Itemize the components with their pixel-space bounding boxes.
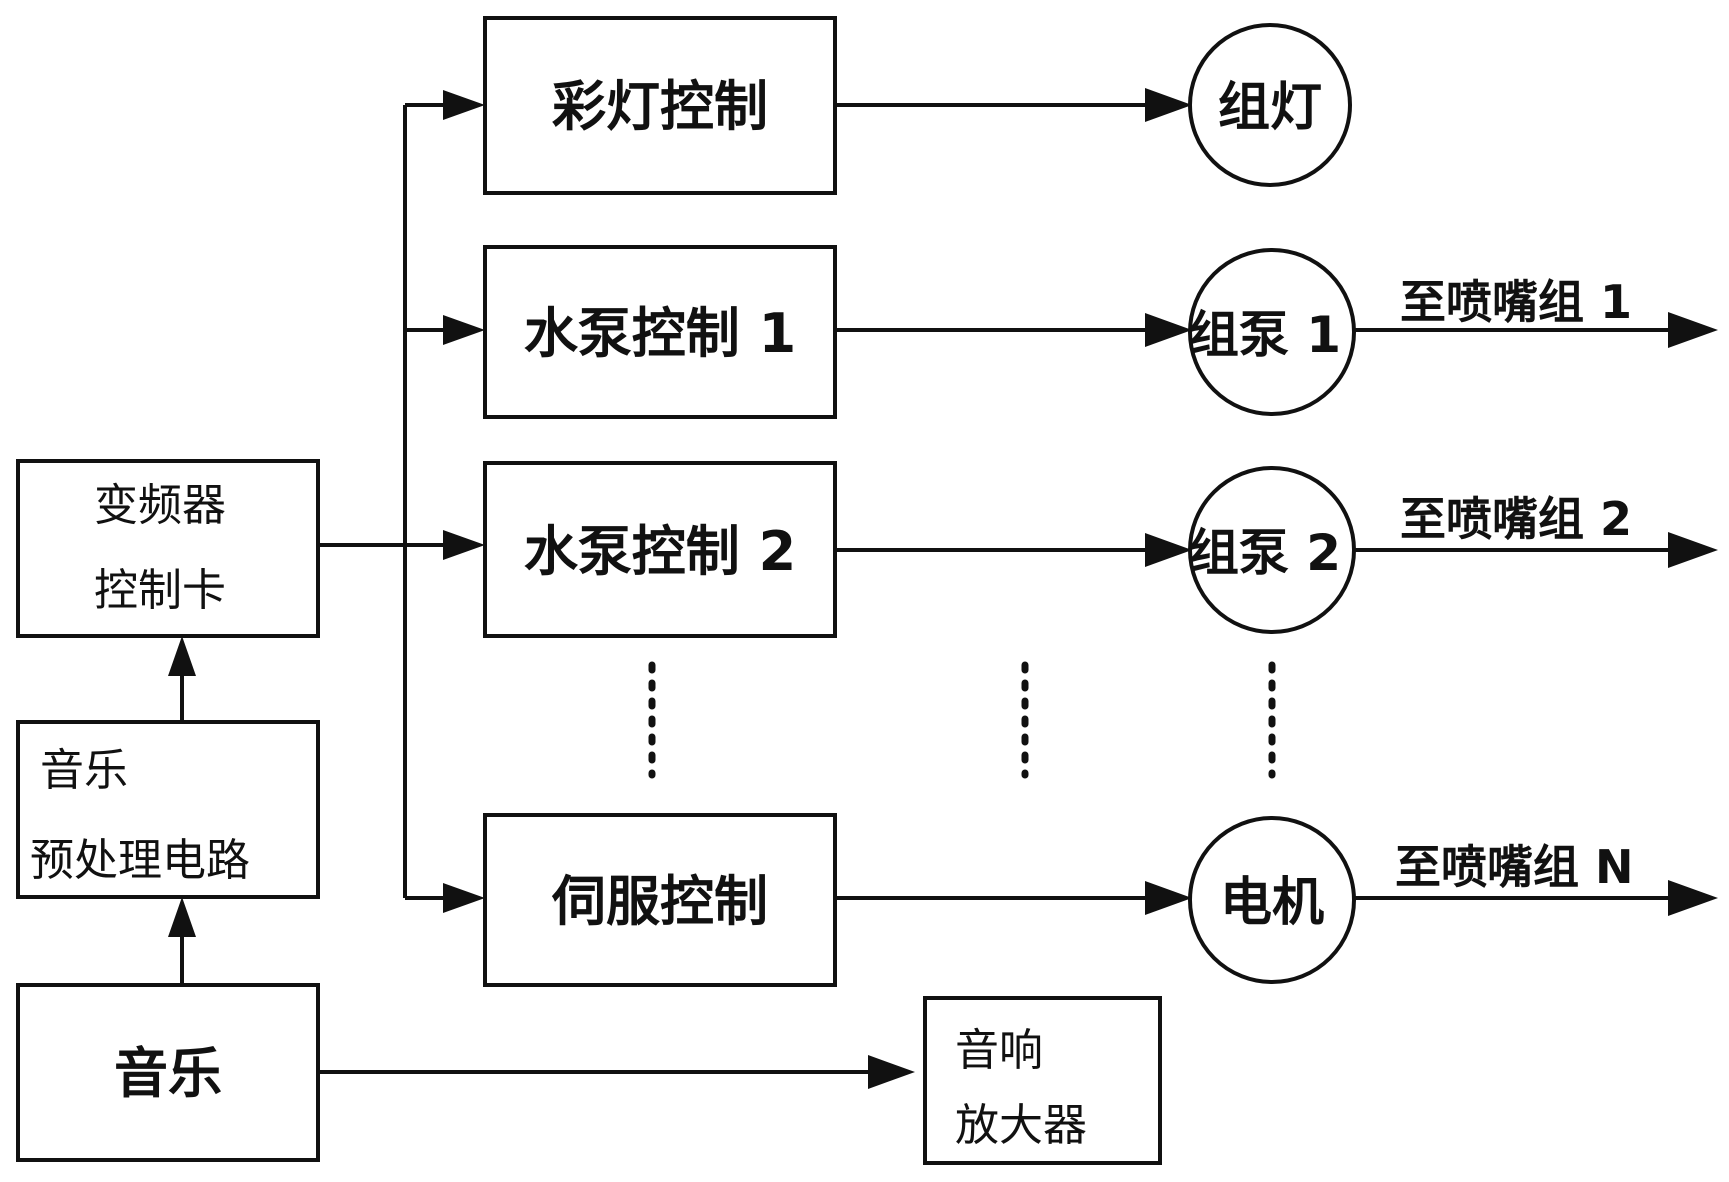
- bus-to-pump2-arrowhead: [443, 530, 485, 560]
- inverter-control-card-box: 变频器 控制卡: [16, 459, 320, 638]
- music-source-box: 音乐: [16, 983, 320, 1162]
- nozzle-1-arrowhead: [1668, 312, 1718, 348]
- music-label: 音乐: [114, 1042, 222, 1105]
- speaker-amplifier-box: 音响 放大器: [923, 996, 1162, 1165]
- nozzle-2-arrowhead: [1668, 532, 1718, 568]
- music-to-amp-arrowhead: [868, 1055, 915, 1089]
- inverter-label-line2: 控制卡: [94, 565, 226, 616]
- preprocess-label-line2: 预处理电路: [30, 835, 250, 886]
- music-preprocess-box: 音乐 预处理电路: [16, 720, 320, 899]
- pump-control-1-box: 水泵控制 1: [483, 245, 837, 419]
- pump-group-1-label: 组泵 1: [1189, 306, 1341, 364]
- bus-to-light-arrowhead: [443, 90, 485, 120]
- pump-control-1-label: 水泵控制 1: [524, 302, 796, 365]
- music-to-preprocess-arrowhead: [168, 897, 196, 937]
- pump2-to-group-arrowhead: [1145, 533, 1192, 567]
- light-control-box: 彩灯控制: [483, 16, 837, 195]
- nozzle-n-label: 至喷嘴组 N: [1395, 840, 1634, 894]
- preprocess-label-line1: 音乐: [40, 745, 128, 796]
- preprocess-to-inverter-arrowhead: [168, 636, 196, 676]
- nozzle-n-arrowhead: [1668, 880, 1718, 916]
- motor-circle: 电机: [1188, 816, 1356, 984]
- lamp-group-circle: 组灯: [1188, 23, 1352, 187]
- amp-label-line1: 音响: [955, 1025, 1043, 1076]
- amp-label-line2: 放大器: [955, 1100, 1087, 1151]
- inverter-label-line1: 变频器: [94, 480, 226, 531]
- pump1-to-group-arrowhead: [1145, 313, 1192, 347]
- bus-to-servo-arrowhead: [443, 883, 485, 913]
- lamp-group-label: 组灯: [1218, 78, 1322, 138]
- bus-to-pump1-arrowhead: [443, 315, 485, 345]
- pump-group-2-label: 组泵 2: [1189, 524, 1341, 582]
- pump-group-2-circle: 组泵 2: [1188, 466, 1356, 634]
- pump-control-2-box: 水泵控制 2: [483, 461, 837, 638]
- nozzle-2-label: 至喷嘴组 2: [1400, 492, 1632, 546]
- light-control-label: 彩灯控制: [552, 75, 768, 138]
- motor-label: 电机: [1220, 873, 1324, 933]
- light-to-lamp-arrowhead: [1145, 88, 1192, 122]
- pump-control-2-label: 水泵控制 2: [524, 520, 796, 583]
- pump-group-1-circle: 组泵 1: [1188, 248, 1356, 416]
- servo-to-motor-arrowhead: [1145, 881, 1192, 915]
- nozzle-1-label: 至喷嘴组 1: [1400, 275, 1632, 329]
- servo-control-box: 伺服控制: [483, 813, 837, 987]
- servo-control-label: 伺服控制: [551, 870, 768, 933]
